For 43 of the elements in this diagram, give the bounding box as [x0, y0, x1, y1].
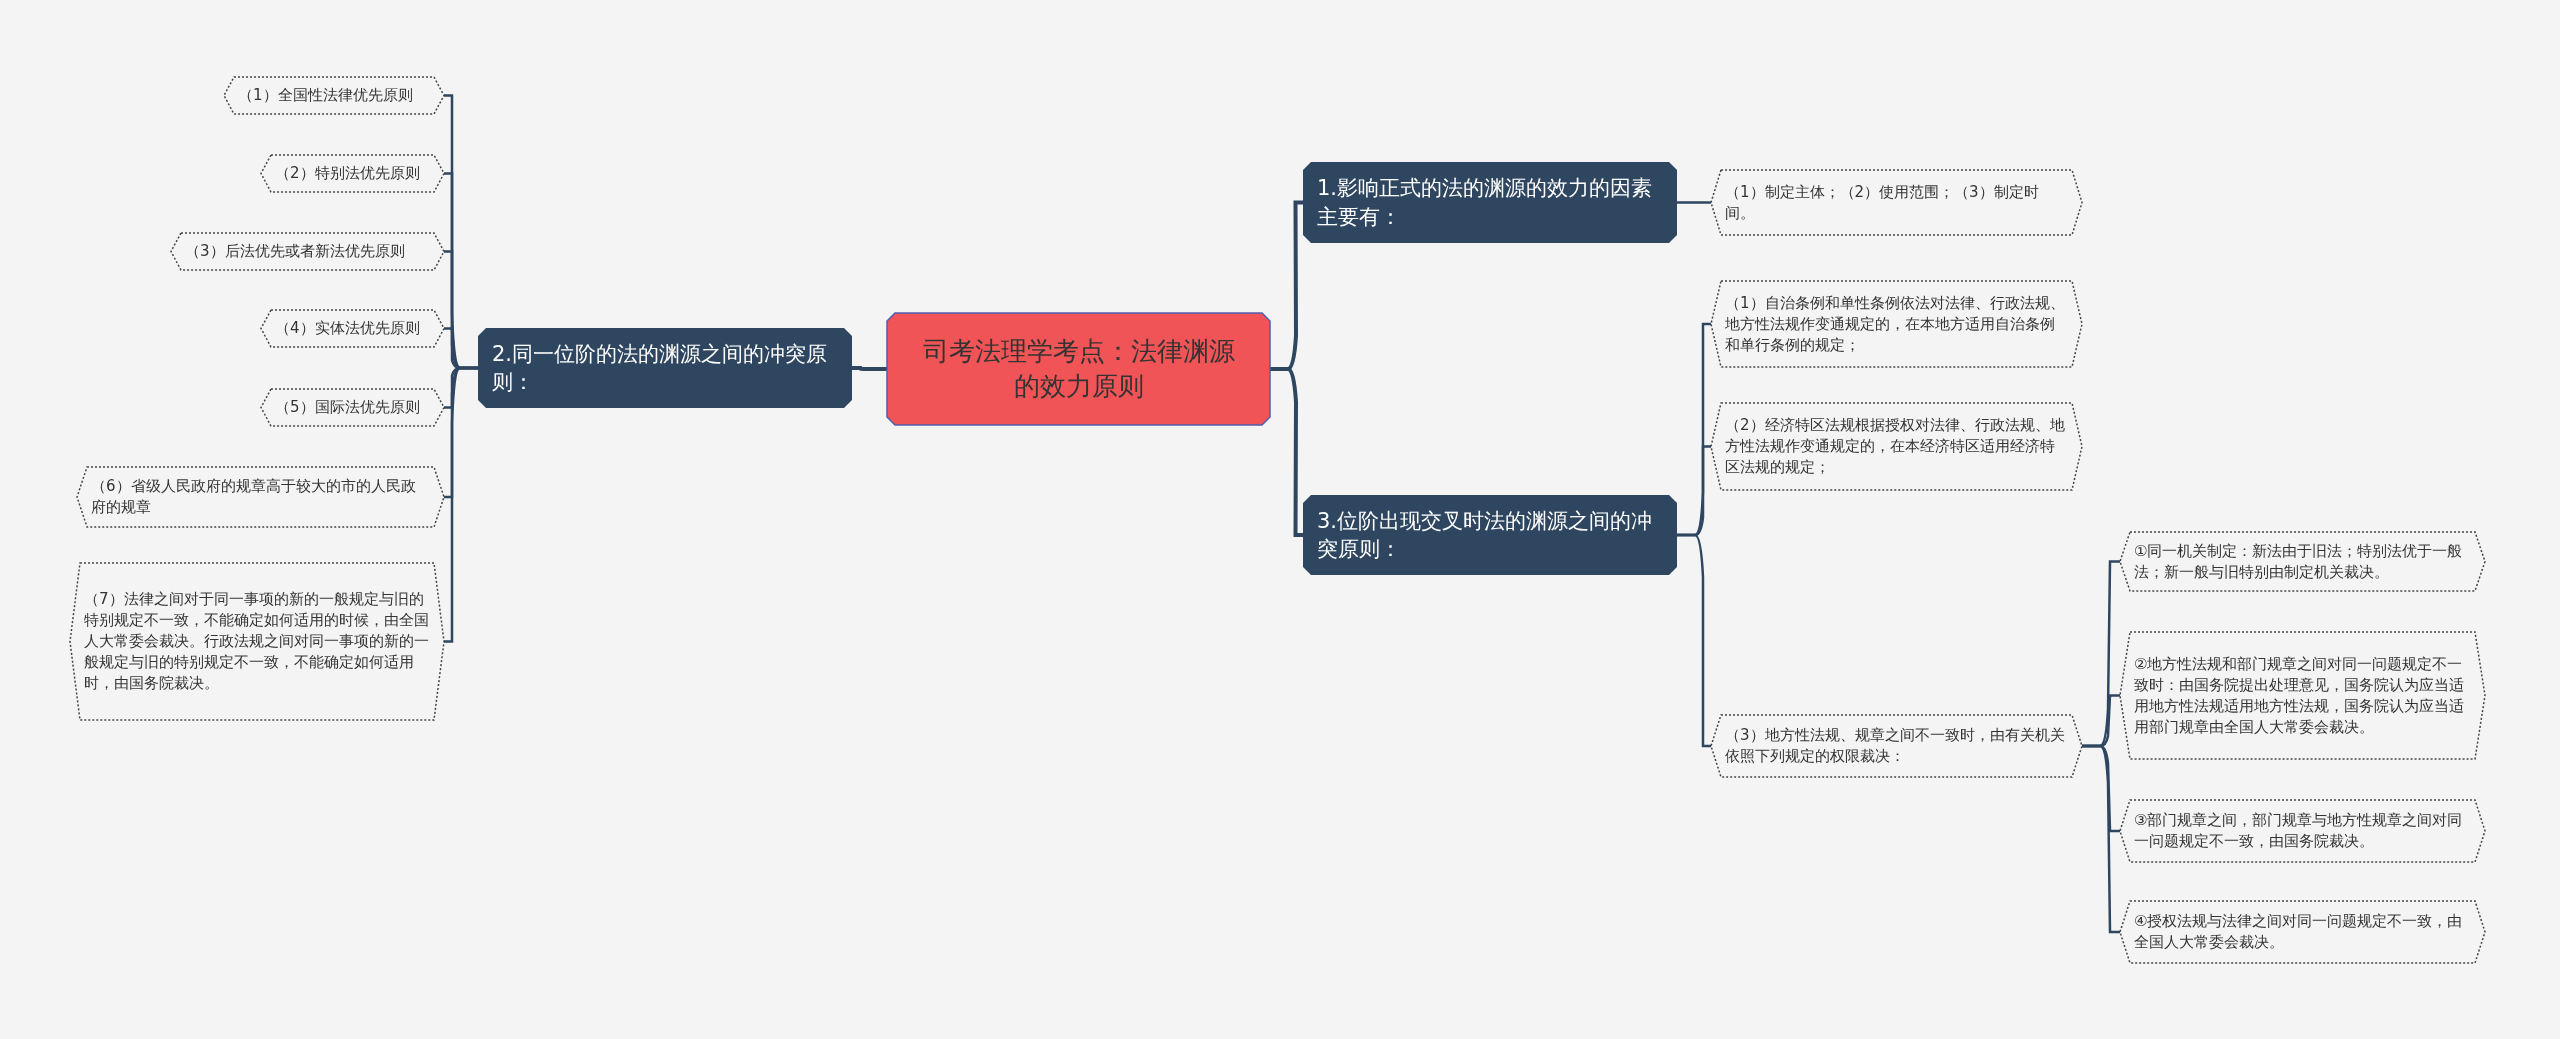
branch-topic-text: 3.位阶出现交叉时法的渊源之间的冲突原则：	[1317, 507, 1654, 563]
subtopic-text: （1）自治条例和单性条例依法对法律、行政法规、地方性法规作变通规定的，在本地方适用自治条例和单行条例的规定；	[1725, 292, 2066, 356]
connector-line	[444, 366, 478, 643]
subtopic-text: （6）省级人民政府的规章高于较大的市的人民政府的规章	[91, 476, 417, 518]
subtopic-box	[224, 77, 444, 114]
subtopic-text: （1）制定主体；（2）使用范围；（3）制定时间。	[1725, 181, 2040, 224]
connector-line	[1677, 533, 1711, 748]
subtopic-box	[1711, 281, 2082, 367]
subtopic-text: ①同一机关制定：新法由于旧法；特别法优于一般法；新一般与旧特别由制定机关裁决。	[2134, 540, 2464, 583]
central-topic-box	[887, 313, 1270, 425]
subtopic-box	[77, 467, 444, 527]
subtopic-box	[261, 310, 444, 347]
subtopic-text: （3）后法优先或者新法优先原则	[185, 241, 405, 262]
subtopic-box	[261, 155, 444, 192]
subtopic-text: （4）实体法优先原则	[275, 318, 420, 339]
subtopic-box	[1711, 403, 2082, 490]
subtopic-box	[1711, 715, 2082, 777]
subtopic-text: （2）特别法优先原则	[275, 163, 420, 184]
subtopic-box	[70, 563, 444, 720]
branch-topic-box	[478, 328, 852, 408]
subtopic-text: ④授权法规与法律之间对同一问题规定不一致，由全国人大常委会裁决。	[2134, 911, 2464, 953]
subtopic-text: （7）法律之间对于同一事项的新的一般规定与旧的特别规定不一致，不能确定如何适用的时候，由全国人大常委会裁决。行政法规之间对同一事项的新的一般规定与旧的特别规定不一致，不能确定如何适用时，由国务院裁决。	[84, 589, 430, 694]
connector-line	[852, 366, 887, 371]
subtopic-box	[2120, 532, 2485, 591]
subtopic-text: ②地方性法规和部门规章之间对同一问题规定不一致时：由国务院提出处理意见，国务院认为应当适用地方性法规适用地方性法规，国务院认为应当适用部门规章由全国人大常委会裁决。	[2134, 653, 2465, 738]
central-topic-text: 司考法理学考点：法律渊源的效力原则	[921, 334, 1236, 403]
subtopic-text: （5）国际法优先原则	[275, 397, 420, 418]
subtopic-box	[2120, 800, 2485, 862]
connector-line	[1270, 367, 1303, 537]
subtopic-text: （1）全国性法律优先原则	[238, 85, 413, 106]
subtopic-text: （3）地方性法规、规章之间不一致时，由有关机关依照下列规定的权限裁决：	[1725, 725, 2066, 767]
subtopic-box	[2120, 632, 2485, 759]
subtopic-box	[261, 389, 444, 426]
branch-topic-box	[1303, 495, 1677, 575]
connector-line	[1677, 201, 1711, 204]
subtopic-text: （2）经济特区法规根据授权对法律、行政法规、地方性法规作变通规定的，在本经济特区适用经济特区法规的规定；	[1725, 415, 2066, 478]
branch-topic-box	[1303, 162, 1677, 243]
branch-topic-text: 2.同一位阶的法的渊源之间的冲突原则：	[492, 340, 829, 396]
subtopic-box	[171, 233, 444, 270]
subtopic-text: ③部门规章之间，部门规章与地方性规章之间对同一问题规定不一致，由国务院裁决。	[2134, 810, 2464, 852]
subtopic-box	[2120, 901, 2485, 963]
subtopic-box	[1711, 170, 2082, 235]
branch-topic-text: 1.影响正式的法的渊源的效力的因素主要有：	[1317, 175, 1654, 231]
